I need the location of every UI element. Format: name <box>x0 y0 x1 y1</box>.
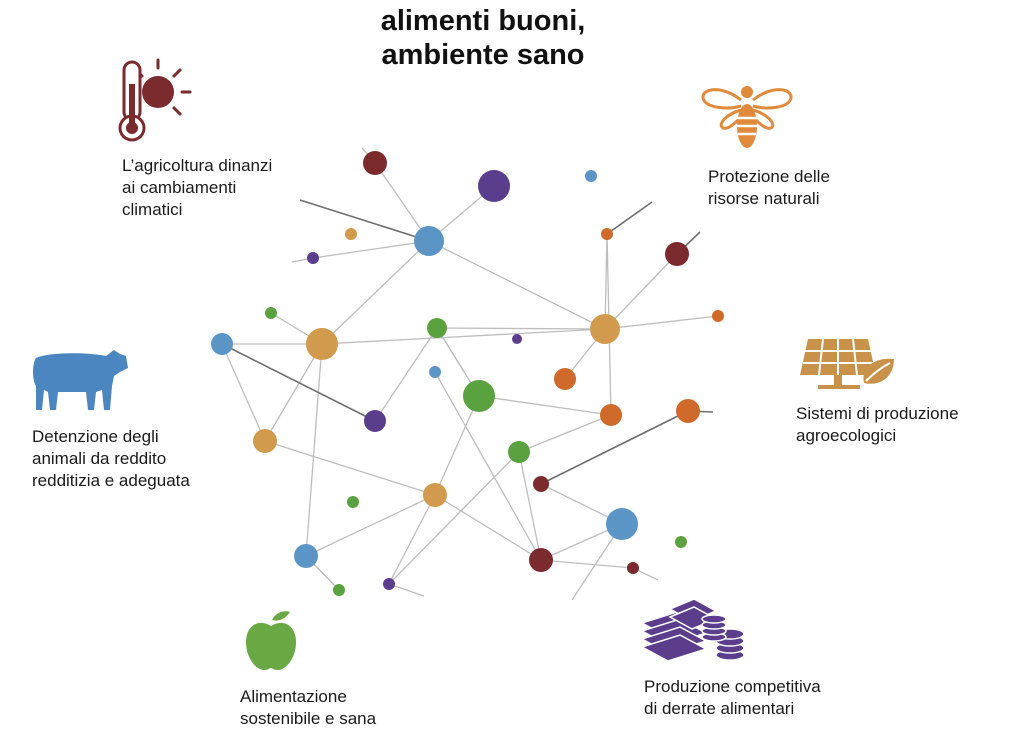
network-node <box>529 548 553 572</box>
network-node <box>590 314 620 344</box>
network-node <box>383 578 395 590</box>
network-node <box>478 170 510 202</box>
network-edge <box>518 451 542 561</box>
network-edge <box>388 583 425 597</box>
title-line-2: ambiente sano <box>381 39 585 71</box>
network-edge <box>388 494 436 585</box>
network-node <box>585 170 597 182</box>
network-node <box>533 476 549 492</box>
label-line: Produzione competitiva <box>644 677 821 696</box>
network-edge <box>434 371 542 561</box>
network-edge <box>478 395 612 416</box>
network-edge <box>388 451 520 585</box>
network-node <box>294 544 318 568</box>
label-agroeco: Sistemi di produzione agroecologici <box>796 403 959 447</box>
network-edge <box>305 494 436 557</box>
network-node <box>414 226 444 256</box>
network-node <box>364 410 386 432</box>
network-node <box>427 318 447 338</box>
network-node <box>675 536 687 548</box>
network-edge <box>540 559 634 569</box>
network-node <box>712 310 724 322</box>
network-node <box>600 404 622 426</box>
network-edge <box>264 343 323 442</box>
label-food: Alimentazione sostenibile e sana <box>240 686 376 730</box>
network-edge <box>604 233 608 330</box>
money-coins-icon <box>640 598 745 662</box>
network-node <box>429 366 441 378</box>
network-edge <box>374 327 438 422</box>
network-edge <box>518 414 612 453</box>
network-node <box>306 328 338 360</box>
label-line: di derrate alimentari <box>644 699 795 718</box>
label-line: Alimentazione <box>240 687 347 706</box>
solar-panel-leaf-icon <box>800 338 894 389</box>
network-node <box>347 496 359 508</box>
network-edge <box>221 343 376 422</box>
network-node <box>606 508 638 540</box>
network-node <box>627 562 639 574</box>
network-node <box>363 151 387 175</box>
network-node <box>463 380 495 412</box>
network-edge <box>606 201 653 235</box>
title-line-1: alimenti buoni, <box>380 5 586 37</box>
label-line: Sistemi di produzione <box>796 404 959 423</box>
network-node <box>423 483 447 507</box>
apple-icon <box>246 611 296 670</box>
label-line: Protezione delle <box>708 167 830 186</box>
label-animals: Detenzione degli animali da reddito redd… <box>32 426 190 492</box>
network-edge <box>604 253 678 330</box>
network-node <box>676 399 700 423</box>
network-edge <box>221 343 266 442</box>
label-line: animali da reddito <box>32 449 167 468</box>
network-edge <box>374 162 430 242</box>
network-edge <box>436 327 606 330</box>
label-line: ai cambiamenti <box>122 178 237 197</box>
network-node <box>265 307 277 319</box>
network-node <box>333 584 345 596</box>
label-line: redditizia e adeguata <box>32 471 190 490</box>
network-edge <box>540 410 689 485</box>
thermometer-sun-icon <box>118 58 192 142</box>
network-edge <box>434 494 542 561</box>
network-node <box>665 242 689 266</box>
network-edge <box>321 328 606 345</box>
network-edge <box>264 440 436 496</box>
network-edge <box>305 343 323 557</box>
bee-icon <box>701 86 793 148</box>
network-edge <box>321 240 430 345</box>
label-line: sostenibile e sana <box>240 709 377 728</box>
label-line: climatici <box>122 200 183 219</box>
network-edge <box>312 240 430 259</box>
label-line: agroecologici <box>796 426 897 445</box>
network-node <box>345 228 357 240</box>
network-node <box>307 252 319 264</box>
label-market: Produzione competitiva di derrate alimen… <box>644 676 821 720</box>
network-node <box>601 228 613 240</box>
label-nature: Protezione delle risorse naturali <box>708 166 830 210</box>
label-climate: L’agricoltura dinanzi ai cambiamenti cli… <box>122 155 272 221</box>
network-node <box>512 334 522 344</box>
network-node <box>508 441 530 463</box>
label-line: L’agricoltura dinanzi <box>122 156 273 175</box>
network-edge <box>604 315 719 330</box>
network-node <box>211 333 233 355</box>
cow-icon <box>33 350 128 410</box>
network-edge <box>434 395 480 496</box>
page-title: alimenti buoni, ambiente sano <box>0 4 966 72</box>
network-edge <box>299 199 430 242</box>
label-line: risorse naturali <box>708 189 820 208</box>
network-node <box>554 368 576 390</box>
network-edge <box>428 240 606 330</box>
label-line: Detenzione degli <box>32 427 159 446</box>
network-node <box>253 429 277 453</box>
